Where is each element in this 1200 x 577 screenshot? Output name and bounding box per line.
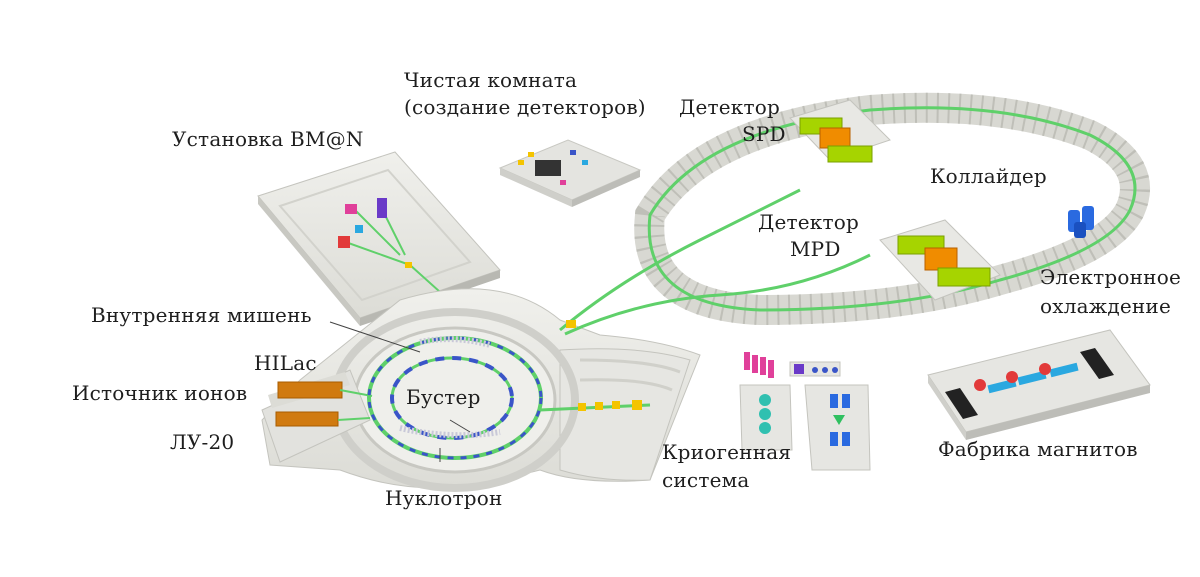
electron-cooling (1068, 206, 1094, 238)
nuclotron-ring (367, 336, 543, 460)
spd-detector (789, 99, 891, 163)
label-clean-room-line2: (создание детекторов) (404, 95, 646, 119)
label-cooling-line2: охлаждение (1040, 294, 1171, 318)
label-magnet-factory: Фабрика магнитов (938, 437, 1138, 461)
label-nuclotron: Нуклотрон (385, 486, 503, 510)
label-booster: Бустер (406, 385, 481, 409)
label-bmn: Установка BM@N (172, 127, 364, 151)
label-lu20: ЛУ-20 (170, 430, 235, 454)
label-ion-source: Источник ионов (72, 381, 248, 405)
mpd-detector (879, 219, 1001, 301)
label-internal-target: Внутренняя мишень (91, 303, 312, 327)
label-collider: Коллайдер (930, 164, 1047, 188)
cryogenic-system (739, 352, 871, 471)
injectors (275, 381, 373, 427)
label-spd-line2: SPD (742, 122, 786, 146)
label-clean-room-line1: Чистая комната (404, 68, 578, 92)
label-spd-line1: Детектор (679, 95, 781, 119)
transfer-channel (559, 188, 871, 336)
label-mpd-line2: MPD (790, 237, 841, 261)
label-cryo-line1: Криогенная (662, 440, 792, 464)
label-mpd-line1: Детектор (758, 210, 860, 234)
extraction-beamline (539, 400, 651, 412)
nuclotron-complex-floor (261, 288, 701, 492)
booster-ring (390, 336, 514, 440)
magnet-factory (927, 329, 1151, 440)
label-cooling-line1: Электронное (1040, 265, 1181, 289)
label-hilac: HILac (254, 351, 317, 375)
clean-room-platform (498, 139, 642, 207)
label-cryo-line2: система (662, 468, 750, 492)
leader-lines (329, 321, 471, 462)
